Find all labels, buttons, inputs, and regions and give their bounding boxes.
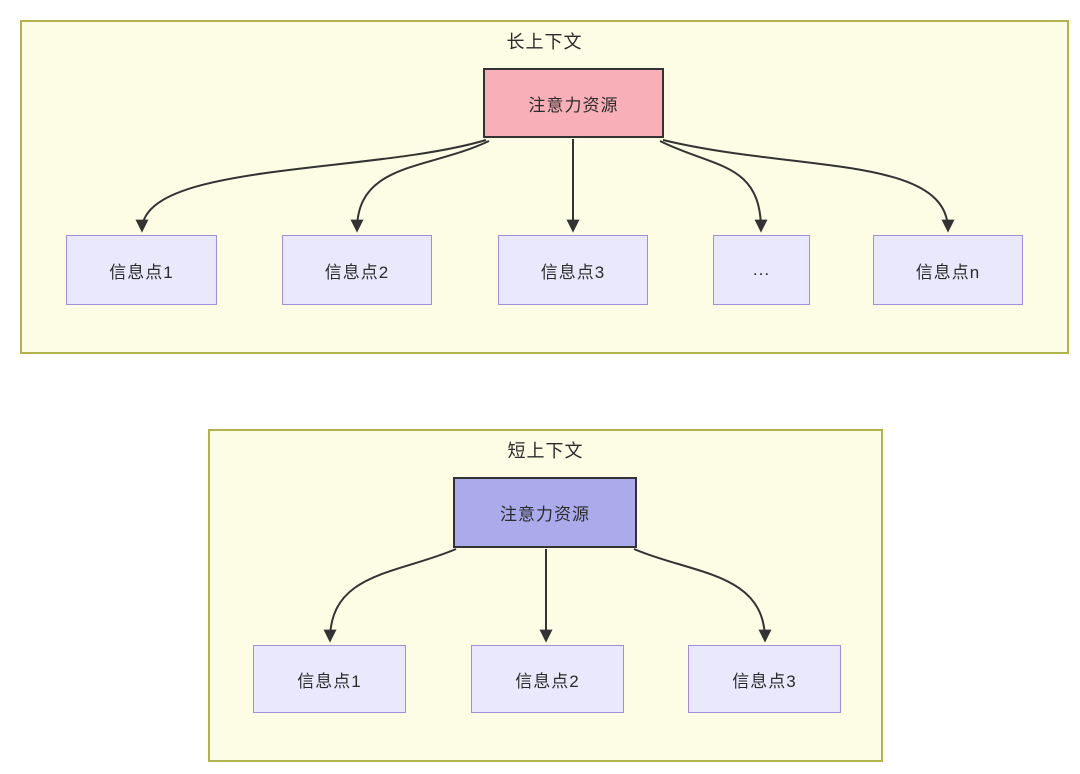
long-context-title: 长上下文 — [506, 32, 583, 52]
info-node-short-1: 信息点1 — [253, 645, 406, 713]
info-node-short-2: 信息点2 — [471, 645, 624, 713]
info-node-long-3: 信息点3 — [498, 235, 648, 305]
info-node-long-ellipsis: ... — [713, 235, 810, 305]
attention-resource-box-long: 注意力资源 — [483, 68, 664, 138]
info-node-short-3: 信息点3 — [688, 645, 841, 713]
short-context-title: 短上下文 — [507, 441, 584, 461]
info-node-long-1: 信息点1 — [66, 235, 217, 305]
attention-resource-box-short: 注意力资源 — [453, 477, 637, 548]
info-node-long-2: 信息点2 — [282, 235, 432, 305]
info-node-long-n: 信息点n — [873, 235, 1023, 305]
